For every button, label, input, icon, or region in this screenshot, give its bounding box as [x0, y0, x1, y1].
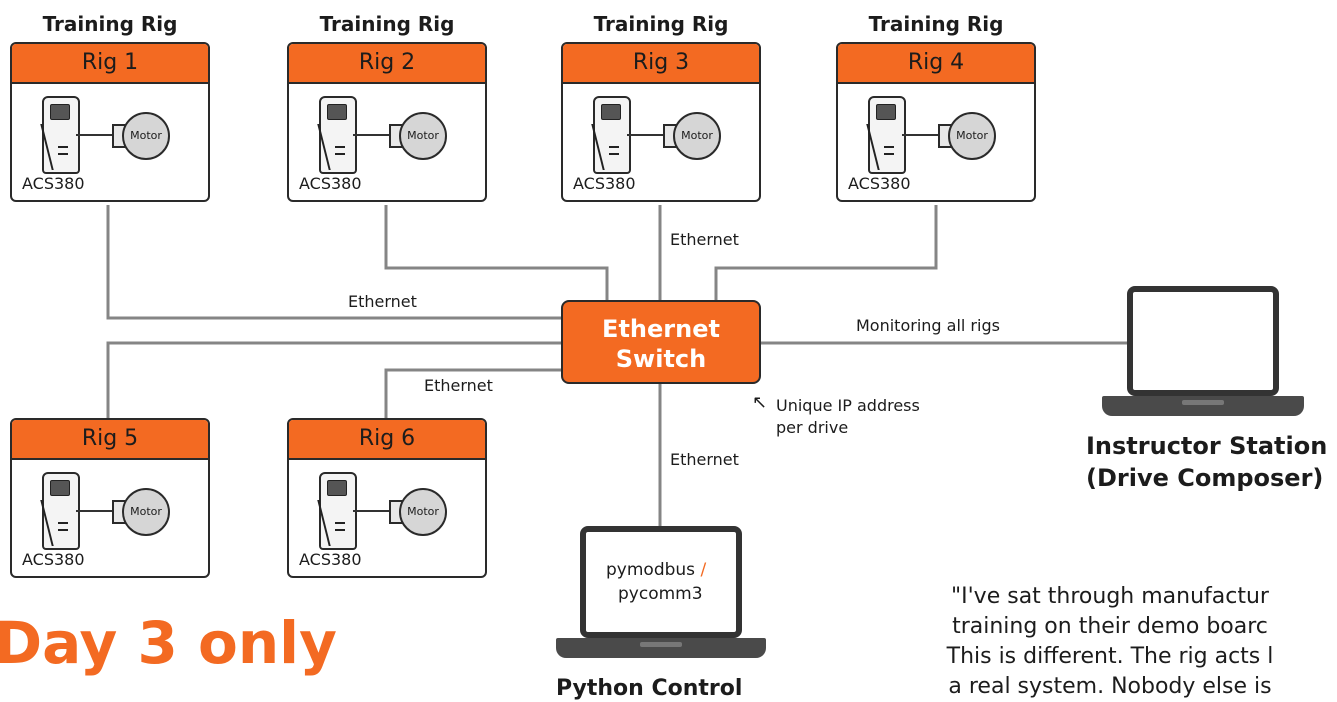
rig-card-1: Rig 1 Motor ACS380	[10, 42, 210, 202]
arrow-icon: ↖	[752, 392, 768, 413]
pymodbus-text: pymodbus	[606, 560, 696, 580]
drive-icon	[866, 96, 906, 174]
line-rig5	[106, 341, 561, 418]
rig-card-6: Rig 6 Motor ACS380	[287, 418, 487, 578]
quote-line: training on their demo boarc	[952, 614, 1268, 639]
slash-text: /	[700, 560, 707, 580]
unique-ip-label-line2: per drive	[776, 418, 849, 437]
line-rig4	[714, 205, 938, 300]
drive-model: ACS380	[573, 174, 636, 193]
switch-label-line1: Ethernet	[602, 315, 720, 343]
quote-line: This is different. The rig acts l	[946, 644, 1274, 669]
motor-icon: Motor	[399, 488, 447, 536]
day-3-only-title: Day 3 only	[0, 609, 337, 677]
ethernet-label-python: Ethernet	[670, 450, 739, 469]
drive-icon	[317, 472, 357, 550]
unique-ip-label-line1: Unique IP address	[776, 396, 920, 415]
testimonial-quote: "I've sat through manufactur training on…	[850, 582, 1337, 702]
instructor-station-subtitle: (Drive Composer)	[1086, 464, 1324, 492]
drive-model: ACS380	[299, 550, 362, 569]
quote-line: "I've sat through manufactur	[951, 584, 1269, 609]
line-rig2	[384, 205, 609, 300]
motor-icon: Motor	[948, 112, 996, 160]
rig-card-3: Rig 3 Motor ACS380	[561, 42, 761, 202]
rig-card-4: Rig 4 Motor ACS380	[836, 42, 1036, 202]
drive-model: ACS380	[299, 174, 362, 193]
instructor-station-title: Instructor Station	[1086, 432, 1328, 460]
motor-icon: Motor	[122, 488, 170, 536]
rig-name: Rig 6	[289, 420, 485, 460]
ethernet-label-left: Ethernet	[348, 292, 417, 311]
rig-group-label: Training Rig	[868, 12, 1004, 36]
motor-icon: Motor	[673, 112, 721, 160]
motor-icon: Motor	[122, 112, 170, 160]
python-control-title: Python Control	[556, 676, 743, 701]
drive-icon	[40, 96, 80, 174]
ethernet-label-rig6: Ethernet	[424, 376, 493, 395]
python-screen-line1: pymodbus /	[606, 562, 706, 579]
drive-model: ACS380	[22, 550, 85, 569]
rig-card-5: Rig 5 Motor ACS380	[10, 418, 210, 578]
python-screen-line2: pycomm3	[618, 584, 703, 604]
monitoring-label: Monitoring all rigs	[856, 316, 1000, 335]
drive-model: ACS380	[22, 174, 85, 193]
drive-icon	[591, 96, 631, 174]
drive-motor-cable	[627, 134, 663, 136]
rig-name: Rig 5	[12, 420, 208, 460]
switch-label-line2: Switch	[615, 345, 707, 373]
rig-group-label: Training Rig	[593, 12, 729, 36]
quote-line: a real system. Nobody else is	[948, 674, 1272, 699]
motor-icon: Motor	[399, 112, 447, 160]
ethernet-label-rig3: Ethernet	[670, 230, 739, 249]
rig-name: Rig 1	[12, 44, 208, 84]
drive-motor-cable	[353, 134, 389, 136]
drive-motor-cable	[76, 510, 112, 512]
rig-name: Rig 3	[563, 44, 759, 84]
drive-motor-cable	[76, 134, 112, 136]
drive-model: ACS380	[848, 174, 911, 193]
line-rig1	[106, 205, 561, 320]
rig-card-2: Rig 2 Motor ACS380	[287, 42, 487, 202]
rig-group-label: Training Rig	[42, 12, 178, 36]
drive-icon	[40, 472, 80, 550]
drive-icon	[317, 96, 357, 174]
line-rig6	[384, 368, 561, 418]
rig-group-label: Training Rig	[319, 12, 455, 36]
ethernet-switch: Ethernet Switch	[561, 300, 761, 384]
drive-motor-cable	[902, 134, 938, 136]
rig-name: Rig 4	[838, 44, 1034, 84]
rig-name: Rig 2	[289, 44, 485, 84]
drive-motor-cable	[353, 510, 389, 512]
